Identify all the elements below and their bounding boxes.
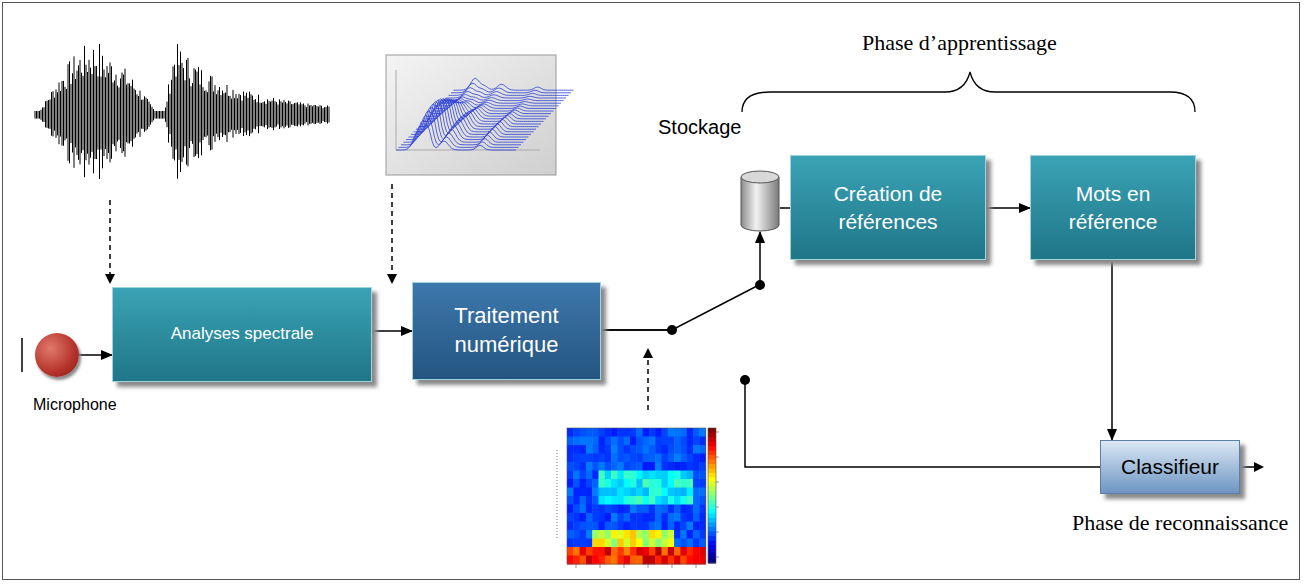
connector <box>1111 260 1113 440</box>
phase-brace <box>742 72 1195 112</box>
node-text: Traitement numérique <box>413 302 600 359</box>
connector <box>79 354 112 356</box>
node-text: Création de références <box>791 180 985 235</box>
connector <box>986 207 1030 209</box>
process-box: Mots en référence <box>1030 155 1196 260</box>
dashed-pointer <box>109 200 111 282</box>
connector <box>601 232 760 330</box>
spectrum-3d <box>386 55 574 175</box>
storage-cylinder: Stockage <box>740 170 780 232</box>
phase-label: Phase d’apprentissage <box>862 30 1057 56</box>
spectrogram <box>557 428 719 568</box>
cylinder-outline <box>740 170 780 232</box>
microphone-stand <box>21 338 23 372</box>
dashed-pointer <box>647 350 649 410</box>
output-arrow <box>1241 466 1262 468</box>
phase-label: Phase de reconnaissance <box>1072 510 1288 536</box>
dashed-pointer <box>391 184 393 282</box>
process-box: Traitement numérique <box>412 282 601 380</box>
process-box: Analyses spectrale <box>112 287 372 382</box>
classifier-box: Classifieur <box>1100 440 1240 494</box>
connector <box>372 330 412 332</box>
node-text: Classifieur <box>1113 453 1227 480</box>
connector <box>601 330 1100 467</box>
node-caption: Stockage <box>658 114 741 140</box>
process-box: Création de références <box>790 155 986 260</box>
connector <box>780 207 790 209</box>
speech-waveform <box>35 44 329 179</box>
microphone: Microphone <box>35 333 79 377</box>
node-text: Analyses spectrale <box>163 323 322 345</box>
node-caption: Microphone <box>33 395 117 416</box>
node-text: Mots en référence <box>1031 180 1195 235</box>
